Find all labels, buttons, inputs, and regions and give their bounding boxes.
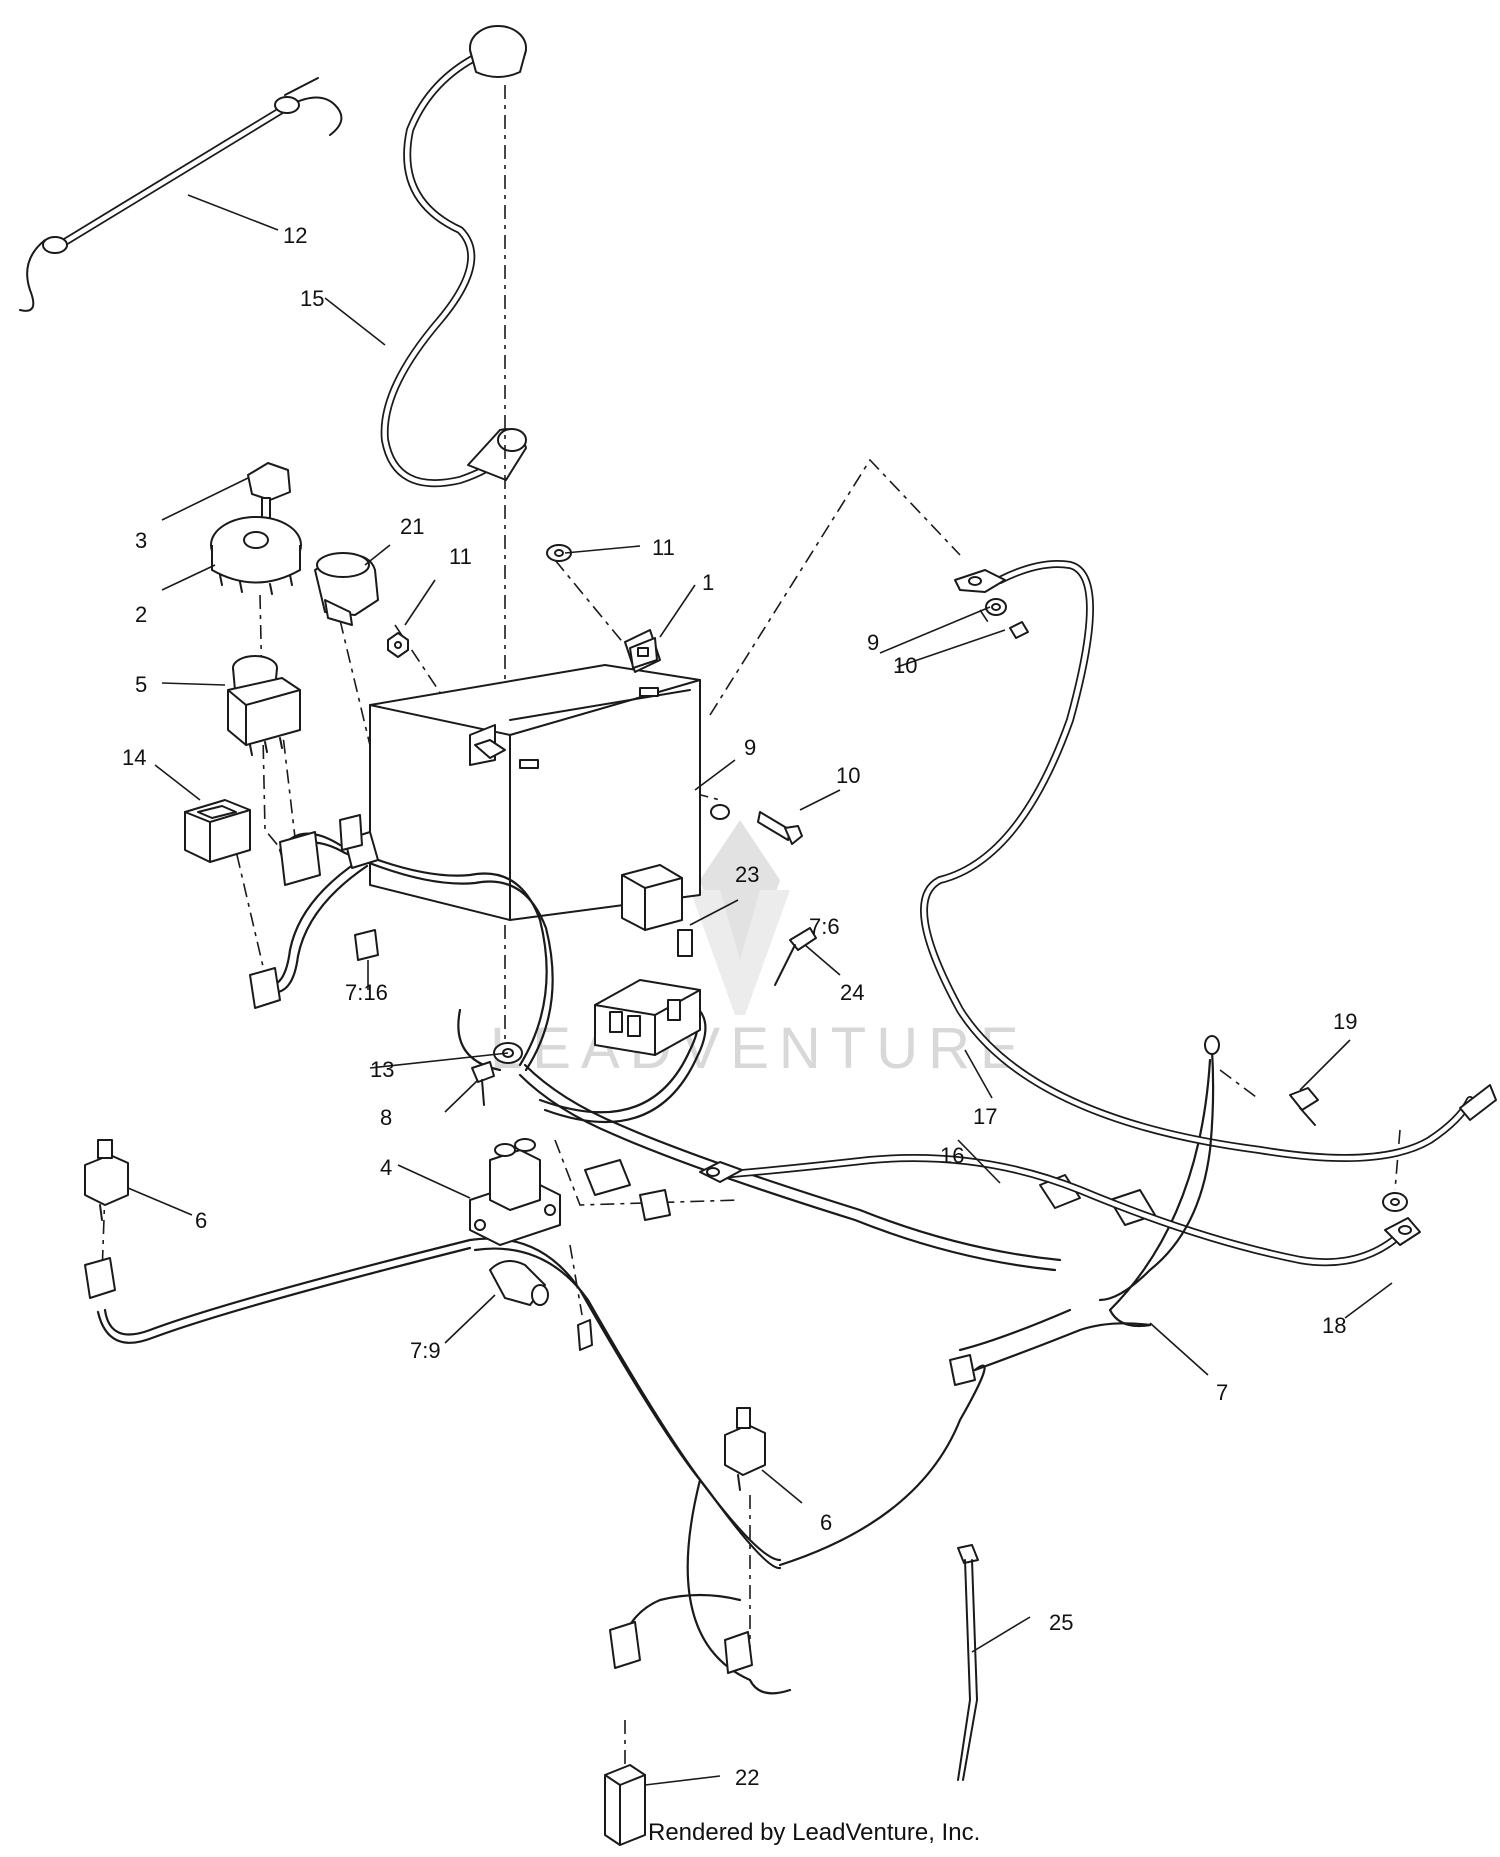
watermark-logo-icon: [690, 820, 790, 1015]
callout-23: 23: [735, 862, 759, 887]
callout-15: 15: [300, 286, 324, 311]
callout-1: 1: [702, 570, 714, 595]
callout-24: 24: [840, 980, 864, 1005]
callout-17: 17: [973, 1104, 997, 1129]
part-21-socket: [314, 552, 379, 626]
part-7-9-connector: [489, 1260, 549, 1306]
callout-9-center: 9: [744, 735, 756, 760]
part-16-battery-cable: [699, 1154, 1421, 1267]
part-2-ignition-switch: [210, 516, 302, 595]
callout-19: 19: [1333, 1009, 1357, 1034]
callout-10-right: 10: [893, 653, 917, 678]
callout-22: 22: [735, 1765, 759, 1790]
part-23-relay: [621, 864, 683, 931]
part-19-bolt: [1289, 1087, 1319, 1126]
leader-lines: [127, 194, 1393, 1786]
callout-11-left: 11: [449, 544, 472, 569]
callout-21: 21: [400, 514, 424, 539]
callout-6-right: 6: [820, 1510, 832, 1535]
watermark-text: LEADVENTURE: [490, 1016, 1029, 1081]
rendered-by-credit: Rendered by LeadVenture, Inc.: [648, 1819, 980, 1846]
battery-box: [369, 664, 701, 921]
lower-connectors: [609, 1621, 753, 1674]
part-1-bracket: [624, 629, 661, 673]
leadventure-watermark: LEADVENTURE: [490, 820, 1029, 1081]
part-7-6-fuse: [677, 929, 693, 957]
part-6-switch-left: [84, 1139, 129, 1221]
callout-13: 13: [370, 1057, 394, 1082]
callout-16: 16: [940, 1143, 964, 1168]
callout-8: 8: [380, 1105, 392, 1130]
callout-10-center: 10: [836, 763, 860, 788]
part-18-nut: [1382, 1192, 1408, 1212]
part-12-strap: [19, 77, 343, 312]
callout-5: 5: [135, 672, 147, 697]
part-11-nuts: [387, 544, 572, 658]
fuse-block: [594, 979, 701, 1056]
callout-25: 25: [1049, 1610, 1073, 1635]
part-15-cable: [380, 25, 527, 488]
ground-wire: [1098, 1035, 1220, 1302]
part-5-pto-switch: [227, 655, 301, 756]
callout-9-right: 9: [867, 630, 879, 655]
part-7-wire-harness: [96, 832, 1212, 1695]
callout-6-left: 6: [195, 1208, 207, 1233]
part-6-switch-right: [724, 1407, 766, 1491]
part-24-screw: [774, 927, 817, 986]
callout-7-16: 7:16: [345, 980, 388, 1005]
callout-7-9: 7:9: [410, 1338, 441, 1363]
part-14-hour-meter: [184, 799, 251, 863]
callout-labels: 12 15 3 2 5 14 21 11 11 1 9 10 9 10 23 7…: [122, 223, 1357, 1790]
part-9-10-hardware: [710, 598, 1029, 845]
part-25-cable-tie: [957, 1544, 979, 1781]
callout-7-6: 7:6: [809, 914, 840, 939]
part-17-battery-cable: [920, 560, 1497, 1162]
callout-18: 18: [1322, 1313, 1346, 1338]
callout-4: 4: [380, 1155, 392, 1180]
callout-2: 2: [135, 602, 147, 627]
callout-3: 3: [135, 528, 147, 553]
callout-11-right: 11: [652, 535, 675, 560]
part-22-connector: [604, 1764, 646, 1846]
callout-14: 14: [122, 745, 146, 770]
part-8-bolt: [471, 1061, 495, 1106]
part-4-solenoid: [469, 1138, 561, 1246]
callout-12: 12: [283, 223, 307, 248]
callout-7: 7: [1216, 1380, 1228, 1405]
